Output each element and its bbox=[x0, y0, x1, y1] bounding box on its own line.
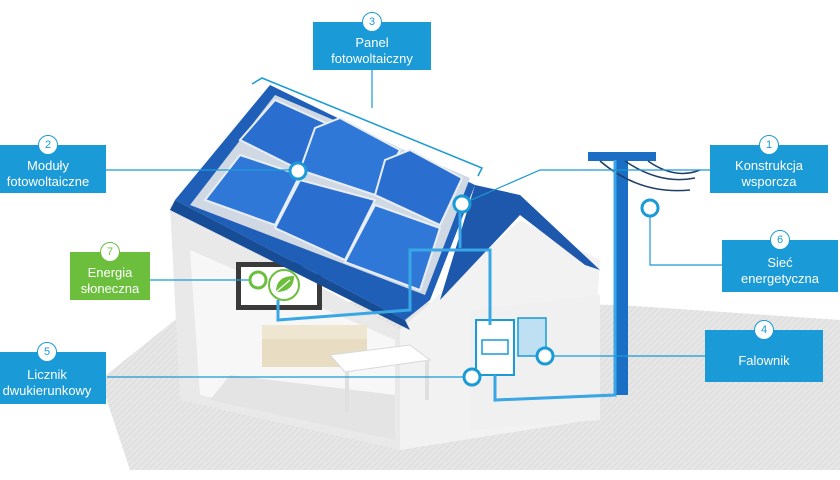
callout-label: Panel bbox=[355, 35, 389, 50]
callout-label: fotowoltaiczny bbox=[331, 51, 413, 66]
callout-number: 1 bbox=[759, 135, 779, 155]
solar-module bbox=[343, 203, 442, 292]
callout-label: Sieć bbox=[767, 255, 793, 270]
wiring bbox=[276, 160, 617, 402]
callout-leaders bbox=[105, 68, 722, 378]
callout-nodes bbox=[248, 161, 660, 387]
callout-number: 5 bbox=[37, 342, 57, 362]
callout-label: Energia bbox=[87, 265, 133, 280]
callout-number: 7 bbox=[100, 242, 120, 262]
power-pole-icon bbox=[588, 152, 701, 395]
callout-label: Falownik bbox=[738, 353, 790, 368]
callout-panel: 3 Panel fotowoltaiczny bbox=[313, 12, 431, 70]
callout-support-structure: 1 Konstrukcja wsporcza bbox=[710, 135, 828, 193]
callout-modules: 2 Moduły fotowoltaiczne bbox=[0, 135, 106, 193]
callout-number: 3 bbox=[362, 12, 382, 32]
callout-label: wsporcza bbox=[741, 174, 797, 189]
callout-label: Moduły bbox=[27, 158, 69, 173]
callout-label: energetyczna bbox=[740, 271, 820, 286]
callout-meter: 5 Licznik dwukierunkowy bbox=[0, 342, 106, 404]
leaf-icon bbox=[268, 269, 300, 301]
callout-label: dwukierunkowy bbox=[2, 383, 92, 398]
callout-label: słoneczna bbox=[80, 281, 140, 296]
solar-module bbox=[273, 178, 377, 262]
bidirectional-meter bbox=[475, 319, 515, 376]
callout-label: Konstrukcja bbox=[735, 158, 803, 173]
callout-number: 4 bbox=[754, 320, 774, 340]
solar-panel-array bbox=[190, 77, 484, 295]
solar-module bbox=[373, 148, 464, 227]
callout-number: 6 bbox=[770, 230, 790, 250]
callout-label: fotowoltaiczne bbox=[6, 174, 90, 189]
callout-label: Licznik bbox=[27, 367, 67, 382]
callout-inverter: 4 Falownik bbox=[705, 320, 823, 382]
callout-number: 2 bbox=[38, 135, 58, 155]
callout-grid: 6 Sieć energetyczna bbox=[722, 230, 838, 292]
callout-solar-energy: 7 Energia słoneczna bbox=[70, 242, 150, 300]
